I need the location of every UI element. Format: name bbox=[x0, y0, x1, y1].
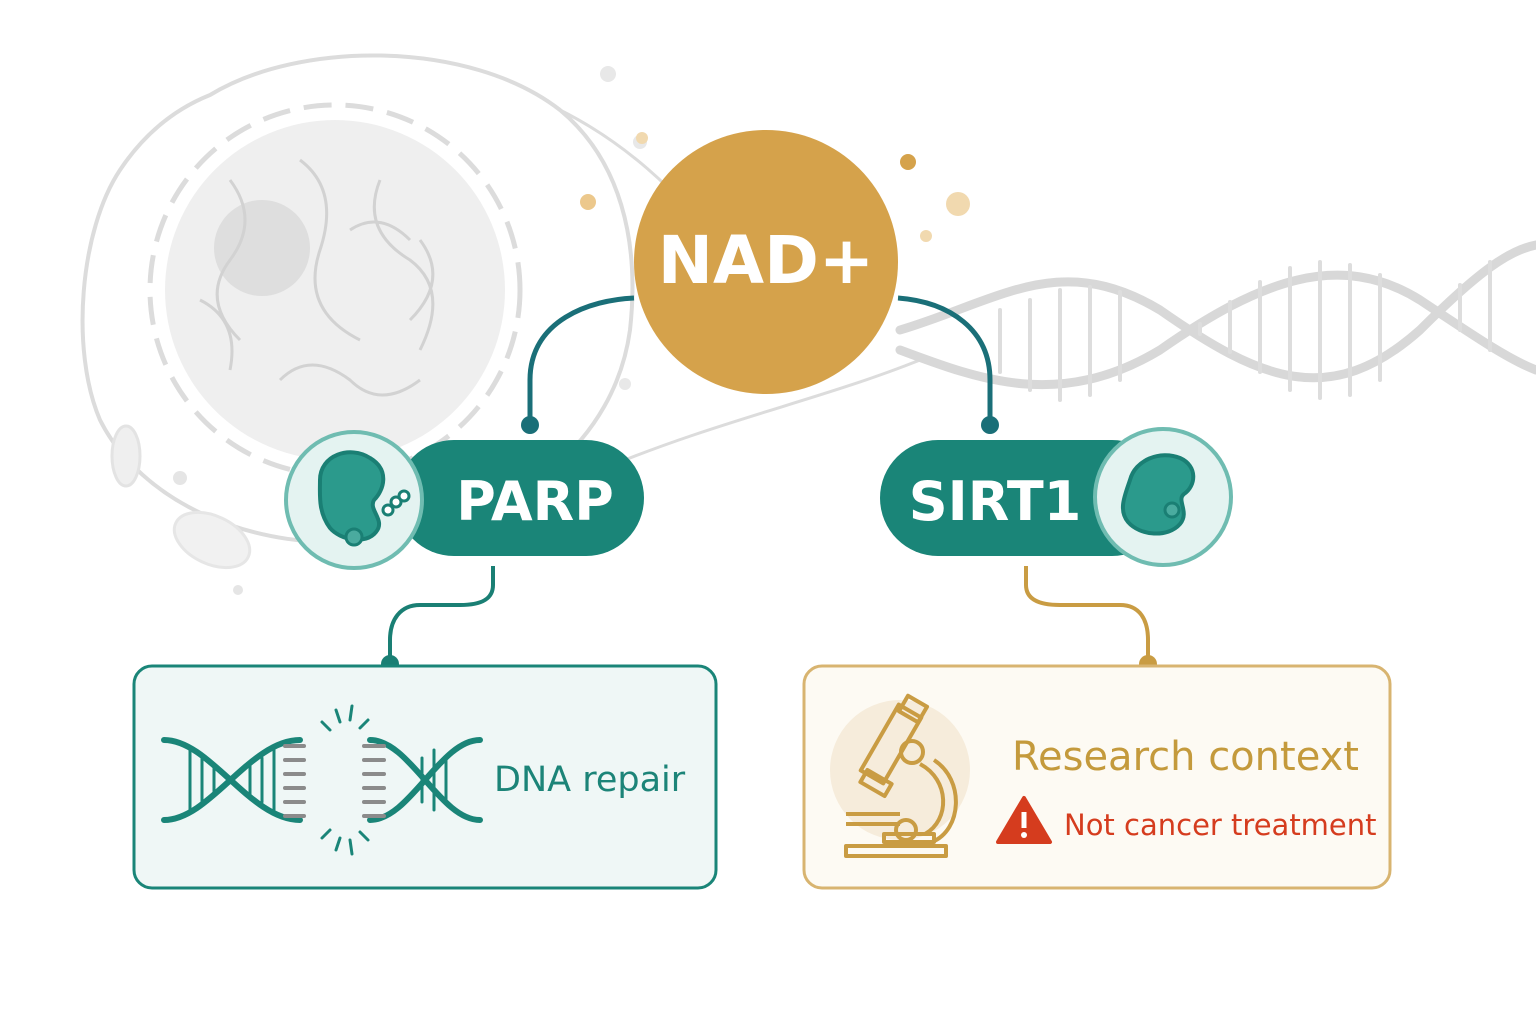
warning-icon bbox=[996, 796, 1052, 844]
connector-dot-parp bbox=[521, 416, 539, 434]
parp-enzyme-icon bbox=[317, 450, 411, 547]
dna-repair-card bbox=[132, 664, 718, 890]
background-dna-helix-icon bbox=[895, 240, 1536, 402]
connector-nad-sirt1 bbox=[897, 295, 993, 424]
sirt1-enzyme-icon bbox=[1120, 453, 1196, 536]
microscope-icon bbox=[844, 693, 958, 858]
connector-parp-repair bbox=[388, 566, 495, 662]
connector-nad-parp bbox=[527, 295, 635, 424]
nad-node bbox=[580, 130, 970, 394]
dna-repair-label: DNA repair bbox=[494, 760, 686, 800]
background-cell-icon bbox=[80, 53, 921, 595]
research-card bbox=[802, 664, 1392, 890]
warning-label: Not cancer treatment bbox=[1064, 808, 1377, 842]
sirt1-node bbox=[880, 427, 1233, 567]
parp-label: PARP bbox=[456, 470, 614, 533]
connector-dot-sirt1 bbox=[981, 416, 999, 434]
parp-node bbox=[284, 430, 644, 570]
connector-sirt1-research bbox=[1024, 566, 1150, 662]
research-context-label: Research context bbox=[1012, 734, 1359, 780]
broken-dna-icon bbox=[161, 704, 483, 856]
sirt1-label: SIRT1 bbox=[908, 470, 1082, 533]
nad-label: NAD+ bbox=[657, 222, 875, 299]
